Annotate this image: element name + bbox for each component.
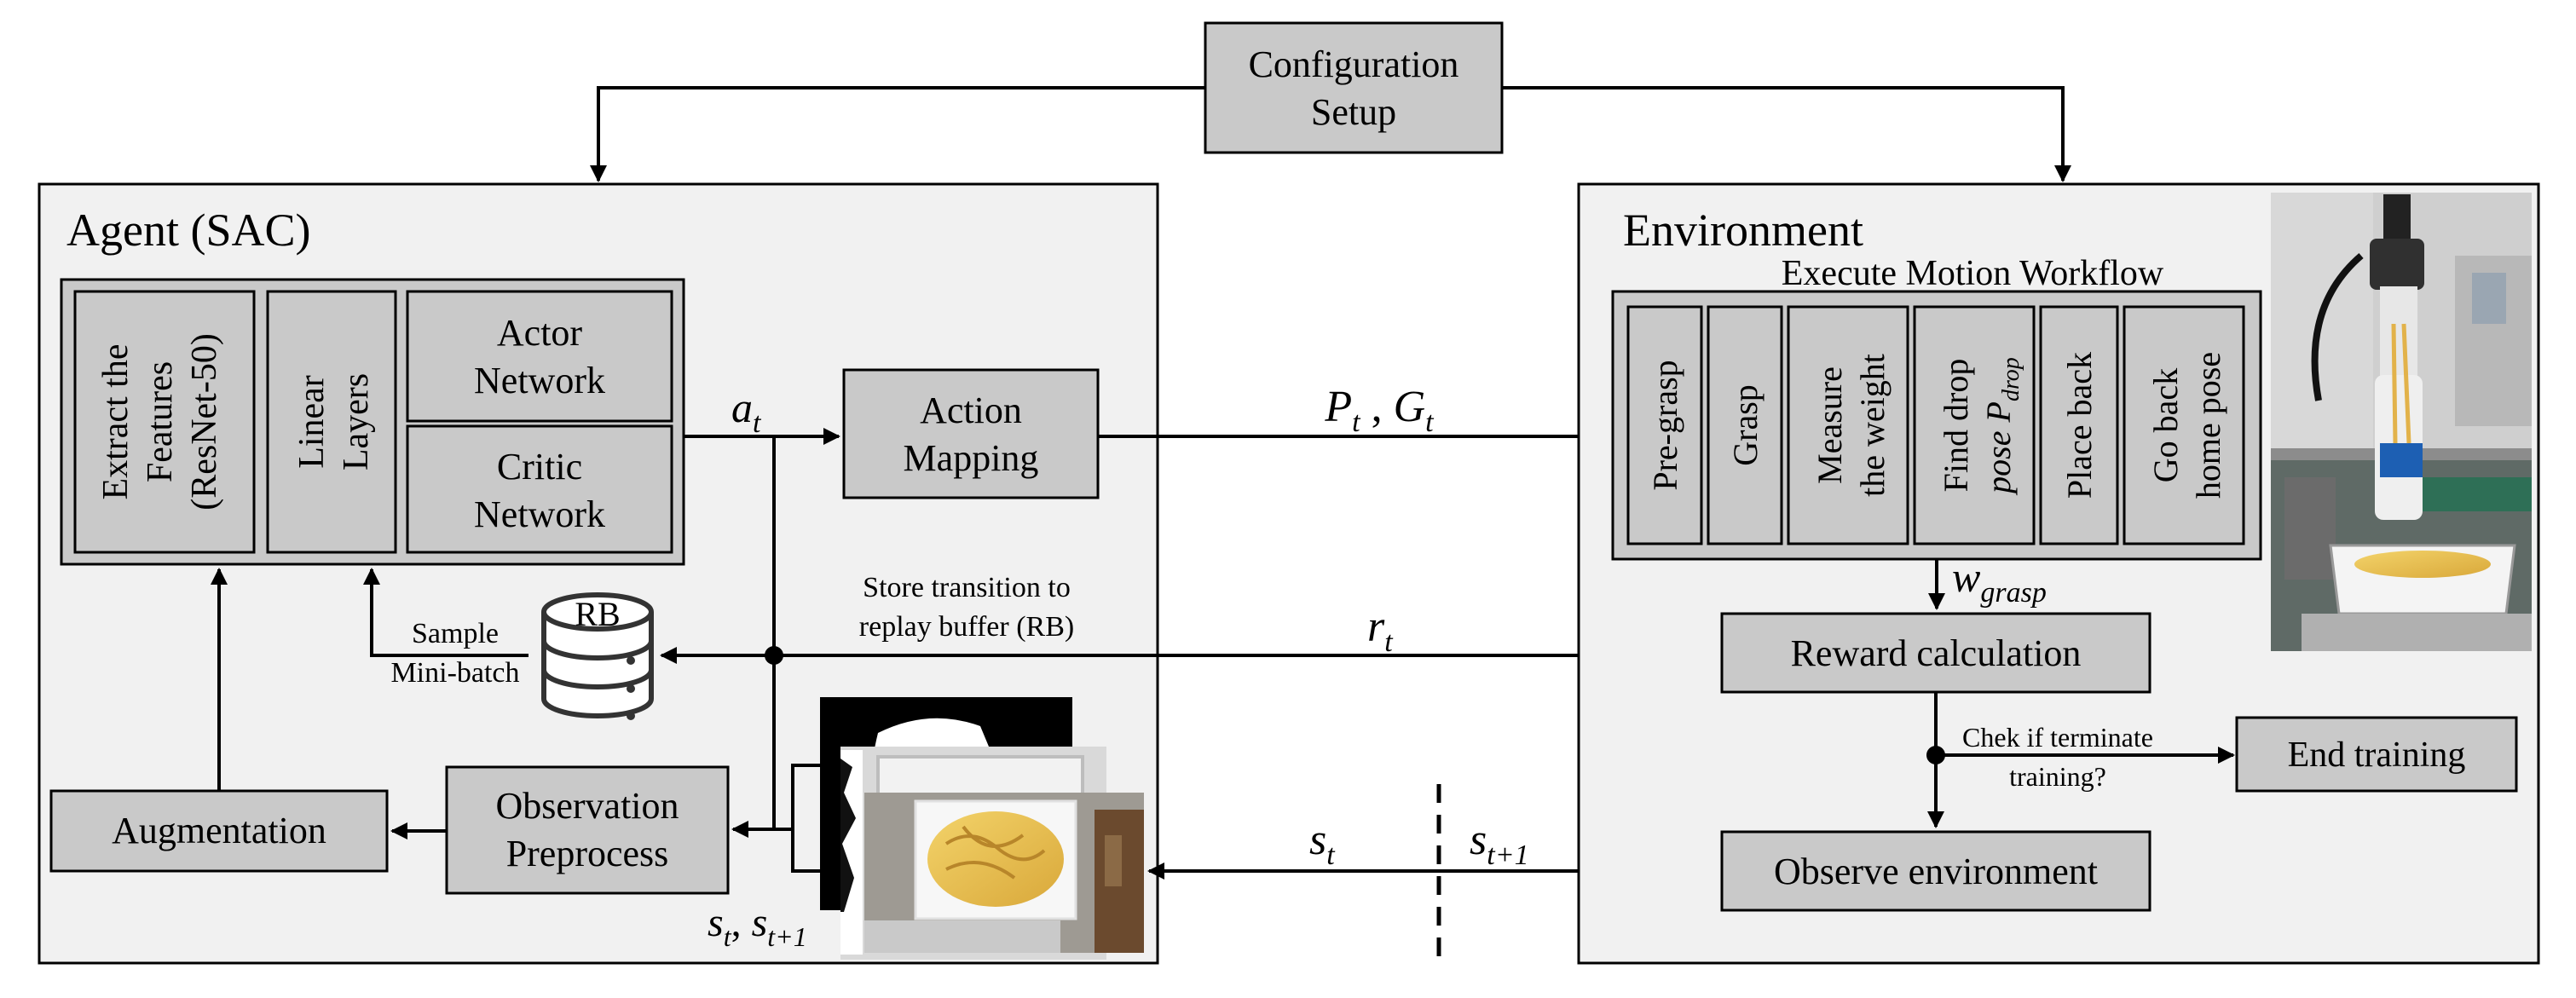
- observations-bracket: [791, 764, 820, 873]
- workflow-step-label-line2: home pose: [2189, 352, 2227, 499]
- linear-line2: Layers: [337, 373, 376, 470]
- workflow-step-2: Grasp: [1707, 305, 1783, 545]
- sample-minibatch-arrow: [363, 568, 528, 657]
- action-mapping-box: Action Mapping: [842, 368, 1100, 499]
- check-terminate-line2: training?: [2009, 761, 2106, 792]
- workflow-step-label: Go back: [2146, 368, 2185, 482]
- actor-line1: Actor: [497, 312, 583, 354]
- config-label-line2: Setup: [1311, 91, 1396, 133]
- workflow-step-label: Pre-grasp: [1646, 360, 1684, 490]
- robot-photo: [2271, 193, 2532, 651]
- linear-line1: Linear: [292, 375, 332, 469]
- augmentation-box: Augmentation: [49, 789, 389, 873]
- reward-label: Reward calculation: [1791, 632, 2082, 674]
- observe-label: Observe environment: [1774, 851, 2098, 892]
- workflow-step-1: Pre-grasp: [1626, 305, 1703, 545]
- end-training-box: End training: [2235, 716, 2518, 793]
- action-mapping-line2: Mapping: [904, 437, 1039, 479]
- sample-line2: Mini-batch: [390, 657, 519, 689]
- observation-image-stack: [820, 697, 1144, 960]
- features-line2: Features: [141, 361, 180, 482]
- replay-buffer-database: RB: [541, 592, 654, 720]
- agent-title: Agent (SAC): [66, 205, 310, 256]
- workflow-step-label: Measure: [1811, 366, 1849, 484]
- environment-title: Environment: [1623, 205, 1863, 256]
- action-mapping-line1: Action: [920, 389, 1022, 431]
- state-t1-symbol: st+1: [1470, 816, 1529, 871]
- state-pair-symbol: st, st+1: [708, 900, 807, 952]
- reward-calculation-box: Reward calculation: [1720, 612, 2151, 694]
- feature-extractor-box: Extract the Features (ResNet-50): [73, 290, 256, 554]
- augmentation-label: Augmentation: [112, 810, 326, 851]
- obs-pre-line1: Observation: [495, 785, 679, 827]
- rb-label: RB: [575, 595, 620, 633]
- observation-preprocess-box: Observation Preprocess: [445, 765, 730, 895]
- actor-network-box: Actor Network: [406, 290, 673, 423]
- critic-line2: Network: [474, 493, 605, 535]
- state-t-symbol: st: [1309, 816, 1336, 871]
- store-transition-line2: replay buffer (RB): [859, 611, 1074, 643]
- features-line1: Extract the: [96, 343, 136, 499]
- workflow-title: Execute Motion Workflow: [1782, 254, 2164, 293]
- workflow-step-5: Place back: [2039, 305, 2119, 545]
- reward-symbol: rt: [1367, 603, 1394, 658]
- weight-symbol: wgrasp: [1952, 553, 2047, 609]
- store-transition-line1: Store transition to: [863, 572, 1071, 603]
- critic-line1: Critic: [497, 446, 582, 487]
- pose-grasp-symbol: Pt , Gt: [1324, 383, 1435, 438]
- check-terminate-line1: Chek if terminate: [1962, 722, 2153, 753]
- obs-pre-line2: Preprocess: [506, 833, 669, 874]
- workflow-step-label-line2: the weight: [1853, 354, 1892, 497]
- observe-environment-box: Observe environment: [1720, 830, 2151, 912]
- config-label-line1: Configuration: [1249, 43, 1459, 85]
- features-line3: (ResNet-50): [185, 333, 224, 511]
- workflow-step-label: Place back: [2060, 352, 2099, 499]
- config-to-env-arrow: [1502, 86, 2071, 182]
- linear-layers-box: Linear Layers: [266, 290, 397, 554]
- actor-line2: Network: [474, 360, 605, 401]
- end-training-label: End training: [2288, 736, 2466, 775]
- workflow-step-label: Grasp: [1726, 384, 1765, 466]
- sample-line1: Sample: [412, 618, 499, 649]
- config-to-agent-arrow: [590, 86, 1205, 182]
- critic-network-box: Critic Network: [406, 424, 673, 554]
- workflow-step-label: Find drop: [1937, 359, 1975, 493]
- configuration-setup-box: Configuration Setup: [1204, 21, 1504, 154]
- workflow-step-label-line2: pose Pdrop: [1979, 357, 2024, 496]
- action-symbol: at: [731, 384, 762, 439]
